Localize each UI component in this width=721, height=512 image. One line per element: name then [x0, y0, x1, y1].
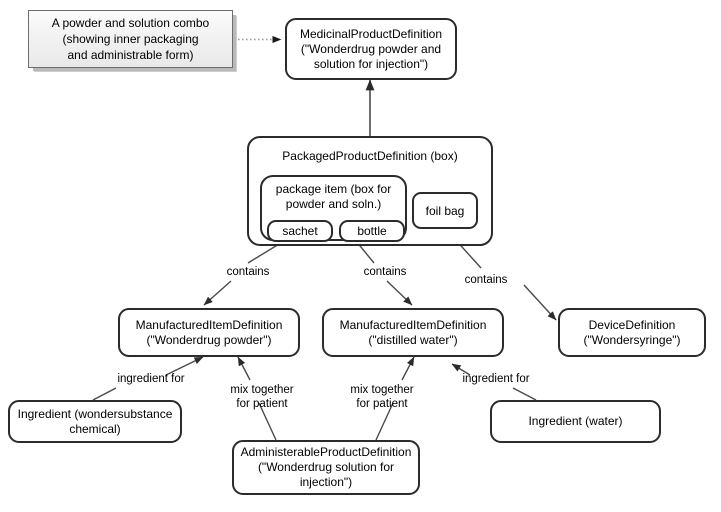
edge-label-ingredient-for-water: ingredient for [462, 373, 530, 385]
edge-label-mix-powder: mix together for patient [230, 384, 294, 410]
edge-label-contains-powder: contains [226, 266, 270, 278]
node-foil-bag[interactable]: foil bag [412, 192, 478, 229]
node-administerable-product-definition[interactable]: AdministerableProductDefinition ("Wonder… [232, 440, 420, 495]
node-ingredient-chemical[interactable]: Ingredient (wondersubstance chemical) [8, 400, 182, 443]
packaged-product-definition-title: PackagedProductDefinition (box) [282, 149, 458, 163]
node-ingredient-water[interactable]: Ingredient (water) [490, 400, 661, 443]
edge-label-contains-device: contains [464, 274, 508, 286]
edge-label-contains-water: contains [363, 266, 407, 278]
node-manufactured-item-powder[interactable]: ManufacturedItemDefinition ("Wonderdrug … [118, 308, 300, 357]
node-manufactured-item-water[interactable]: ManufacturedItemDefinition ("distilled w… [322, 308, 504, 357]
node-sachet[interactable]: sachet [267, 220, 333, 242]
node-packaged-product-definition[interactable]: PackagedProductDefinition (box) package … [247, 136, 493, 246]
node-package-item[interactable]: package item (box for powder and soln.) … [260, 175, 407, 242]
node-device-definition[interactable]: DeviceDefinition ("Wondersyringe") [558, 308, 706, 357]
node-medicinal-product-definition[interactable]: MedicinalProductDefinition ("Wonderdrug … [285, 18, 457, 80]
edge-label-mix-water: mix together for patient [350, 384, 414, 410]
edge-label-ingredient-for-powder: ingredient for [117, 373, 185, 385]
node-bottle[interactable]: bottle [339, 220, 405, 242]
package-item-title: package item (box for powder and soln.) [275, 182, 392, 211]
note-box: A powder and solution combo (showing inn… [28, 10, 233, 68]
